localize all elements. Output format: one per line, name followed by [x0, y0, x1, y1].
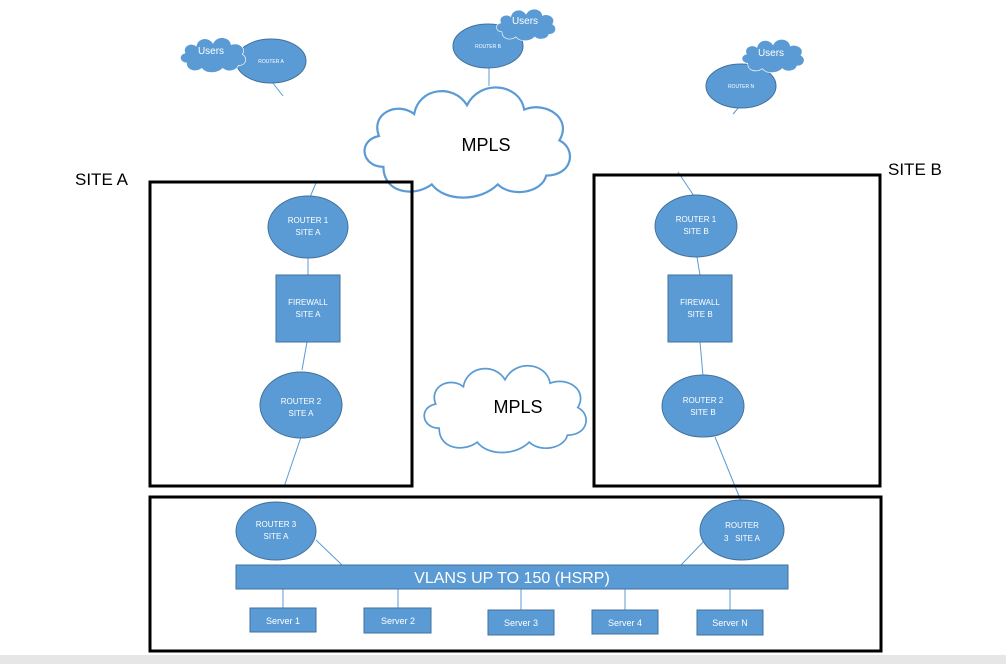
server-4: Server 4: [591, 609, 659, 635]
router3-right-node: [699, 499, 785, 561]
router3-right-line1: ROUTER: [725, 521, 759, 530]
server-2-label: Server 2: [381, 616, 415, 626]
vlan-bar: VLANS UP TO 150 (HSRP): [235, 564, 789, 590]
router1-site-a-line2: SITE A: [296, 228, 322, 237]
firewall-site-a-line1: FIREWALL: [288, 298, 328, 307]
firewall-site-a: FIREWALL SITE A: [275, 274, 341, 343]
mpls-cloud-middle: MPLS: [422, 364, 588, 455]
link-router2-a-dc: [283, 436, 302, 488]
router1-site-b: ROUTER 1 SITE B: [654, 194, 738, 258]
server-3-label: Server 3: [504, 618, 538, 628]
site-b-box: [592, 173, 882, 488]
server-1-label: Server 1: [266, 616, 300, 626]
server-3-node: [487, 609, 555, 636]
link-router-a-mpls: [271, 81, 284, 97]
datacenter-box: [148, 495, 883, 653]
router1-site-a-line1: ROUTER 1: [288, 216, 329, 225]
firewall-site-b-line2: SITE B: [687, 310, 712, 319]
server-4-node: [591, 609, 659, 635]
router-n-node: [705, 63, 777, 109]
router2-site-b: ROUTER 2 SITE B: [661, 374, 745, 438]
firewall-site-b-node: [667, 274, 733, 343]
users-cloud-b: Users: [496, 8, 557, 42]
mpls-cloud-top-label: MPLS: [461, 135, 510, 155]
server-n-node: [696, 609, 764, 636]
server-n: Server N: [696, 609, 764, 636]
router3-right: ROUTER 3 SITE A: [699, 499, 785, 561]
firewall-site-a-node: [275, 274, 341, 343]
site-a-box: [148, 180, 414, 488]
server-4-label: Server 4: [608, 618, 642, 628]
server-1: Server 1: [249, 607, 317, 633]
router-n-label: ROUTER N: [728, 84, 755, 90]
server-3: Server 3: [487, 609, 555, 636]
firewall-site-a-line2: SITE A: [296, 310, 322, 319]
router3-right-line2: 3 SITE A: [724, 534, 761, 543]
server-2: Server 2: [363, 607, 432, 634]
link-router3-left-vlan: [315, 539, 343, 566]
firewall-site-b-line1: FIREWALL: [680, 298, 720, 307]
router1-site-b-line1: ROUTER 1: [676, 215, 717, 224]
router3-left-node: [235, 501, 317, 561]
router3-left-line1: ROUTER 3: [256, 520, 297, 529]
router1-site-b-node: [654, 194, 738, 258]
router3-left-line2: SITE A: [264, 532, 290, 541]
users-cloud-a: Users: [180, 37, 247, 73]
router2-site-a: ROUTER 2 SITE A: [259, 371, 343, 439]
window-bottom-strip: [0, 655, 1006, 664]
router1-site-b-line2: SITE B: [683, 227, 708, 236]
router3-left: ROUTER 3 SITE A: [235, 501, 317, 561]
router-b-label: ROUTER B: [475, 44, 502, 50]
server-1-node: [249, 607, 317, 633]
users-cloud-n-label: Users: [758, 48, 784, 59]
links: [271, 68, 742, 610]
vlan-bar-label: VLANS UP TO 150 (HSRP): [414, 570, 610, 587]
link-firewall-router2-b: [699, 341, 704, 377]
router1-site-a: ROUTER 1 SITE A: [267, 195, 349, 259]
vlan-bar-rect: [235, 564, 789, 590]
router2-site-a-line1: ROUTER 2: [281, 397, 322, 406]
firewall-site-b: FIREWALL SITE B: [667, 274, 733, 343]
users-cloud-b-label: Users: [512, 16, 538, 27]
router-a-label: ROUTER A: [258, 59, 284, 65]
user-router-a: ROUTER A: [235, 38, 307, 84]
mpls-cloud-top: MPLS: [365, 87, 570, 197]
mpls-cloud-middle-label: MPLS: [493, 397, 542, 417]
router1-site-a-node: [267, 195, 349, 259]
site-a-label: SITE A: [75, 170, 129, 189]
router2-site-b-line1: ROUTER 2: [683, 396, 724, 405]
site-b-label: SITE B: [888, 160, 942, 179]
link-mpls-router1-a: [309, 182, 317, 198]
router2-site-a-line2: SITE A: [289, 409, 315, 418]
server-2-node: [363, 607, 432, 634]
server-n-label: Server N: [712, 618, 748, 628]
link-firewall-router2-a: [301, 341, 308, 371]
users-cloud-a-label: Users: [198, 46, 224, 57]
link-router2-b-dc: [714, 436, 742, 502]
router2-site-a-node: [259, 371, 343, 439]
router2-site-b-node: [661, 374, 745, 438]
user-router-n: ROUTER N: [705, 63, 777, 109]
link-router1-firewall-b: [696, 256, 701, 276]
users-cloud-n: Users: [741, 38, 805, 74]
router2-site-b-line2: SITE B: [690, 408, 715, 417]
